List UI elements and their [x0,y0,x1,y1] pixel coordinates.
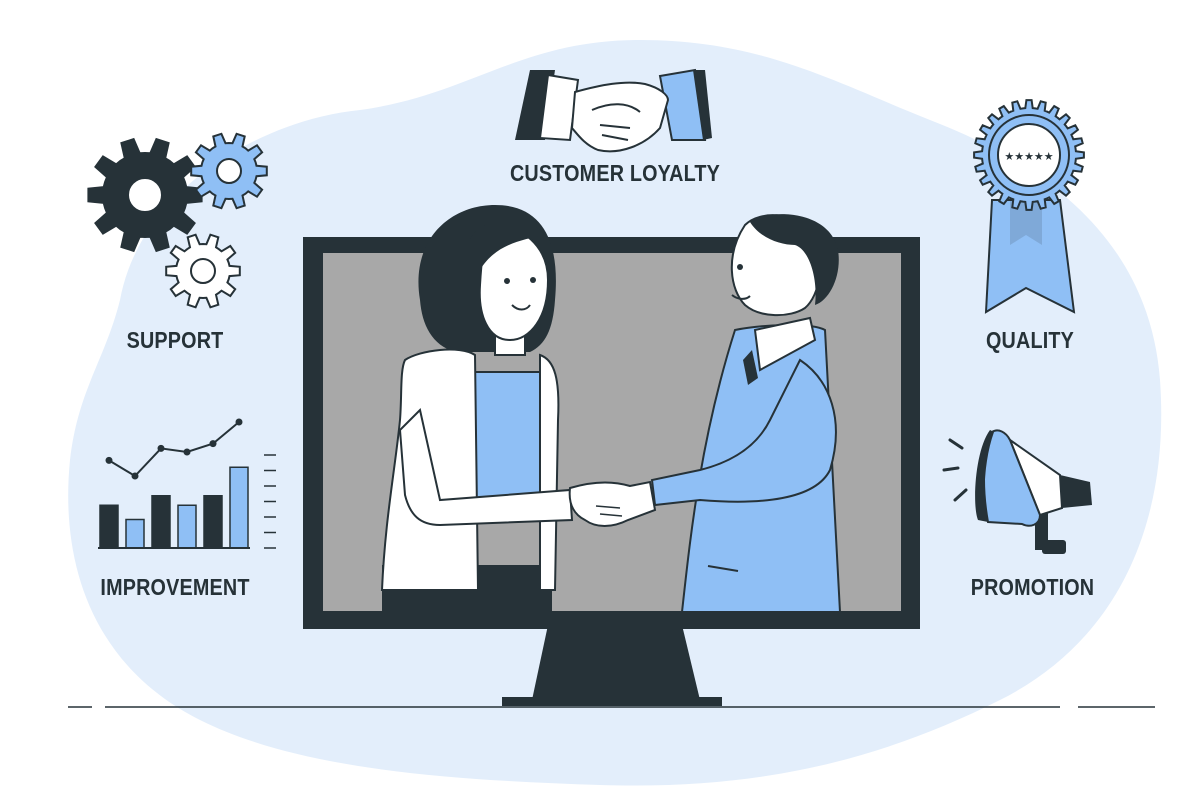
label-support: SUPPORT [126,327,224,353]
label-improvement: IMPROVEMENT [100,574,250,600]
award-ribbon-icon: ★★★★★ [973,99,1085,314]
gear-white [165,233,241,309]
chart-trend-point [235,418,243,426]
gear-blue-hole [216,158,242,184]
badge-stars: ★★★★★ [1004,150,1053,163]
gear-blue [190,132,268,210]
label-promotion: PROMOTION [970,574,1095,600]
chart-trend-point [209,440,217,448]
screen-handshake [568,480,657,527]
megaphone-icon [942,429,1092,554]
man-figure [650,214,842,613]
gear-dark-hole [127,177,163,213]
label-quality: QUALITY [985,327,1075,353]
bar-chart-icon [98,418,276,549]
chart-trend-point [183,448,191,456]
chart-bar [151,495,171,549]
chart-bar [125,518,145,549]
gear-dark [87,137,203,253]
label-customer-loyalty: CUSTOMER LOYALTY [509,160,721,186]
chart-trend-point [157,444,165,452]
chart-bar [203,495,223,549]
chart-trend-line [108,421,240,478]
gears-icon [87,132,268,309]
chart-trend-point [131,472,139,480]
chart-trend-point [105,456,113,464]
handshake-icon [515,68,712,153]
woman-figure [380,205,574,612]
gear-white-hole [190,258,216,284]
chart-bar [177,504,197,549]
chart-bar [229,466,249,549]
chart-bar [99,504,119,549]
